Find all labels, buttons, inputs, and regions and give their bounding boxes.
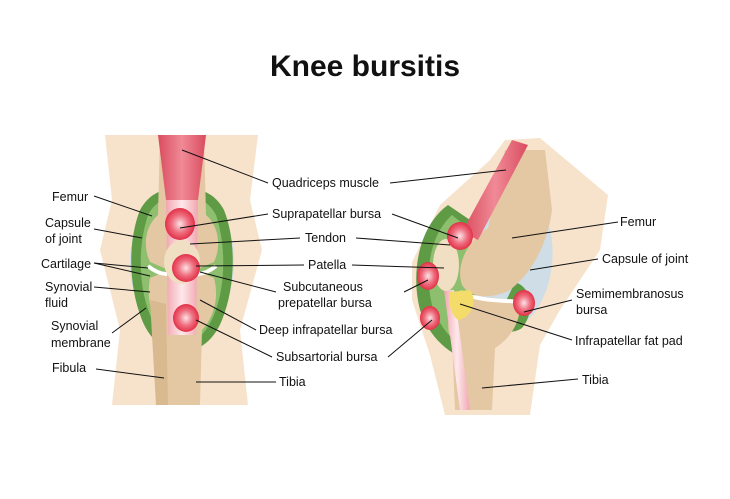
labels: Femur Capsule of joint Cartilage Synovia…: [41, 176, 689, 389]
leader-synovial-membrane: [111, 307, 147, 334]
leader-tendon-right: [355, 237, 451, 246]
leader-lines: [93, 149, 619, 389]
front-subcutaneous-prepatellar-bursa: [172, 254, 200, 282]
front-quadriceps-muscle: [158, 135, 206, 200]
leader-capsule-left: [93, 228, 143, 239]
side-prepatellar-bursa: [417, 262, 439, 290]
leader-fibula: [95, 368, 165, 379]
label-quadriceps-muscle: Quadriceps muscle: [272, 176, 379, 190]
leader-quadriceps-left: [181, 149, 269, 184]
label-synovial-fluid-line1: Synovial: [45, 280, 92, 294]
label-fibula: Fibula: [52, 361, 86, 375]
label-deep-infrapatellar-bursa: Deep infrapatellar bursa: [259, 323, 392, 337]
side-semimembranosus-bursa: [513, 290, 535, 316]
side-quadriceps-muscle: [462, 140, 528, 240]
side-view-knee: [412, 138, 608, 415]
front-view-knee: [100, 135, 262, 405]
label-tibia-right: Tibia: [582, 373, 609, 387]
label-subcutaneous-line2: prepatellar bursa: [278, 296, 372, 310]
label-tibia-center: Tibia: [279, 375, 306, 389]
label-synovial-membrane-line2: membrane: [51, 336, 111, 350]
label-femur-right: Femur: [620, 215, 656, 229]
side-deep-infrapatellar-bursa: [420, 306, 440, 330]
side-femur-bone: [460, 150, 552, 297]
label-capsule-left-line2: of joint: [45, 232, 82, 246]
leader-synovial-fluid: [93, 286, 151, 293]
leader-semimembranosus: [523, 299, 573, 313]
leader-femur-left: [93, 195, 153, 217]
leader-capsule-right: [529, 258, 599, 271]
leader-subcutaneous-left: [199, 271, 277, 293]
leader-infrapatellar-fat-pad: [459, 303, 573, 341]
page-title: Knee bursitis: [270, 50, 460, 83]
label-semimembranosus-line2: bursa: [576, 303, 607, 317]
label-suprapatellar-bursa: Suprapatellar bursa: [272, 207, 381, 221]
label-capsule-left-line1: Capsule: [45, 216, 91, 230]
leader-subsartorial-left: [195, 319, 273, 358]
leader-subcutaneous-right: [403, 279, 429, 293]
front-deep-infrapatellar-bursa: [173, 304, 199, 332]
leader-deep-infrapatellar: [199, 299, 257, 331]
label-semimembranosus-line1: Semimembranosus: [576, 287, 684, 301]
side-patellar-tendon: [444, 290, 470, 410]
side-infrapatellar-fat-pad: [449, 290, 474, 320]
leader-tendon-left: [189, 237, 301, 245]
leader-quadriceps-right: [389, 169, 507, 184]
label-synovial-membrane-line1: Synovial: [51, 319, 98, 333]
label-synovial-fluid-line2: fluid: [45, 296, 68, 310]
leader-patella-right: [351, 264, 445, 269]
side-suprapatellar-bursa: [447, 222, 473, 250]
leader-patella-left: [195, 264, 305, 267]
label-femur-left: Femur: [52, 190, 88, 204]
leader-subsartorial-right: [387, 319, 433, 358]
label-cartilage: Cartilage: [41, 257, 91, 271]
label-tendon: Tendon: [305, 231, 346, 245]
leader-tibia-right: [481, 378, 579, 389]
label-capsule-right: Capsule of joint: [602, 252, 689, 266]
label-infrapatellar-fat-pad: Infrapatellar fat pad: [575, 334, 683, 348]
leader-suprapatellar-right: [391, 213, 459, 239]
leader-suprapatellar-left: [179, 213, 269, 229]
label-subsartorial-bursa: Subsartorial bursa: [276, 350, 377, 364]
leader-femur-right: [511, 221, 619, 239]
label-patella: Patella: [308, 258, 346, 272]
leader-cartilage-a: [93, 262, 149, 269]
front-suprapatellar-bursa: [165, 208, 195, 240]
side-patella: [433, 239, 459, 291]
label-subcutaneous-line1: Subcutaneous: [283, 280, 363, 294]
leader-cartilage-b: [93, 262, 151, 277]
front-fibula-bone: [150, 300, 168, 405]
